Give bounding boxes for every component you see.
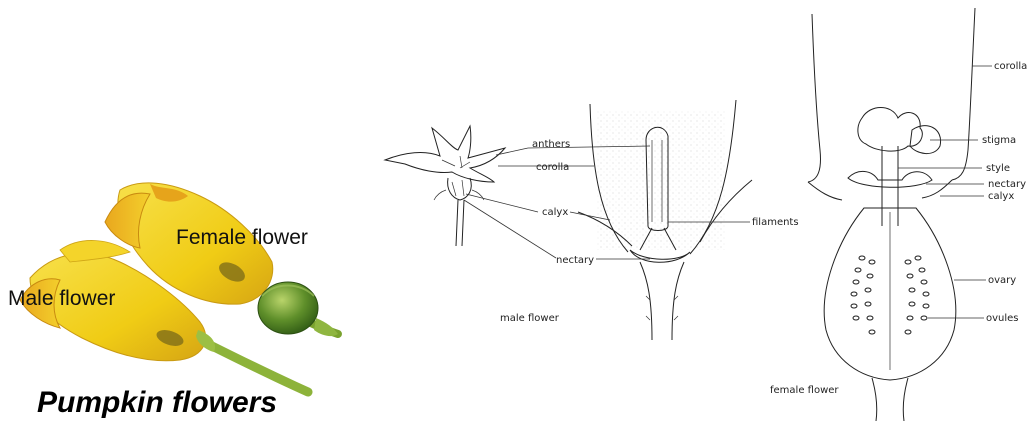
label-anthers: anthers	[532, 139, 570, 150]
label-calyx-male: calyx	[542, 207, 568, 218]
label-nectary-female: nectary	[988, 179, 1026, 190]
female-labels: corolla stigma style nectary calyx ovary…	[770, 61, 1027, 396]
male-flower-section	[578, 100, 752, 340]
male-flower-stem	[210, 345, 308, 392]
label-filaments: filaments	[752, 217, 799, 228]
pumpkin-flower-photo: Female flower Male flower Pumpkin flower…	[8, 183, 338, 419]
label-ovary: ovary	[988, 275, 1016, 286]
caption-male-flower: male flower	[500, 313, 560, 324]
label-corolla-female: corolla	[994, 61, 1027, 72]
label-ovules: ovules	[986, 313, 1019, 324]
label-nectary-male: nectary	[556, 255, 594, 266]
caption-female-flower: female flower	[770, 385, 839, 396]
label-style: style	[986, 163, 1010, 174]
male-flower-sketch	[385, 126, 505, 246]
male-flower-label: Male flower	[8, 287, 115, 310]
label-calyx-female: calyx	[988, 191, 1014, 202]
female-flower-label: Female flower	[176, 226, 308, 249]
figure-title: Pumpkin flowers	[37, 386, 277, 419]
female-ovary	[258, 282, 318, 334]
female-flower-section	[808, 8, 975, 421]
label-stigma: stigma	[982, 135, 1016, 146]
label-corolla-male: corolla	[536, 162, 569, 173]
